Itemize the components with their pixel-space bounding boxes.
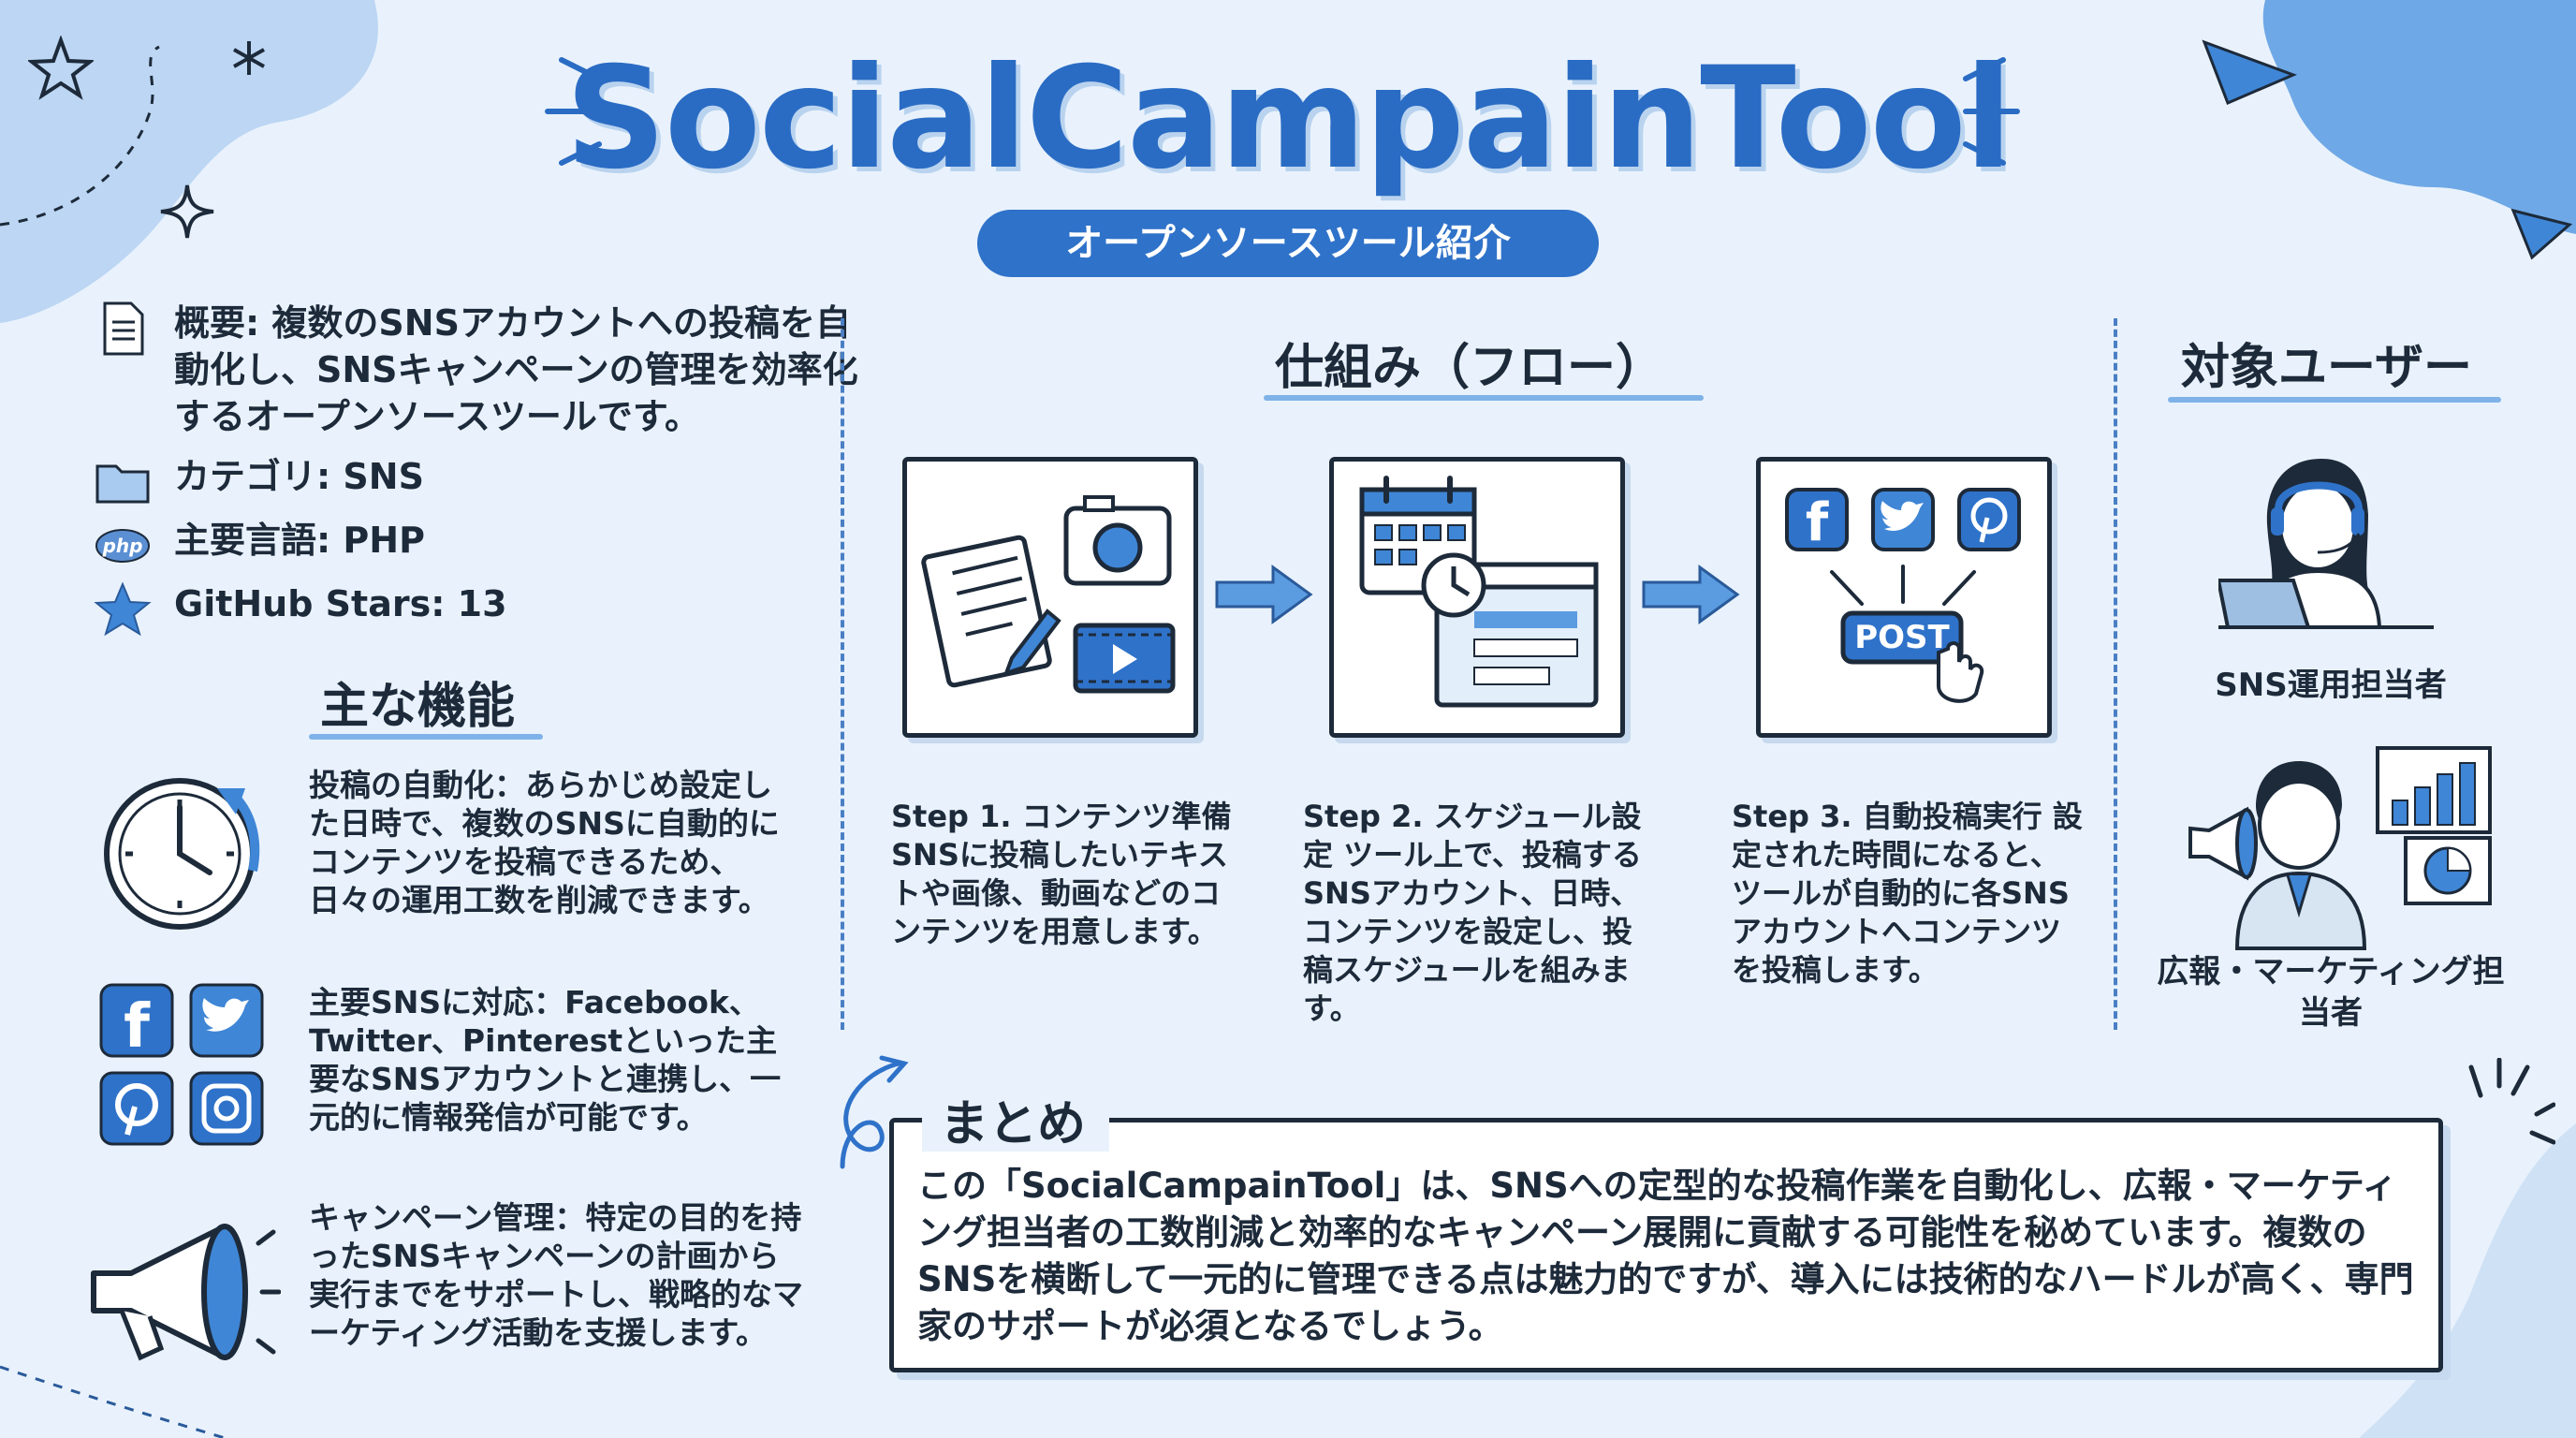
decorative-blob-bottom-right [2359, 1123, 2576, 1438]
overview-description-row: 概要: 複数のSNSアカウントへの投稿を自動化し、SNSキャンペーンの管理を効率… [94, 300, 886, 440]
step1-text: Step 1. コンテンツ準備 SNSに投稿したいテキストや画像、動画などのコン… [891, 799, 1232, 949]
page-title: SocialCampainTool [564, 37, 2012, 200]
php-icon: php [95, 529, 150, 563]
title-accent-right-icon [1963, 57, 2020, 166]
clock-icon [104, 778, 260, 930]
title-accent-left-icon [545, 57, 602, 166]
marketing-person-avatar [2188, 746, 2492, 950]
star-icon [94, 581, 152, 637]
summary-box [889, 1118, 2443, 1372]
stars-row: GitHub Stars: 13 [94, 580, 507, 638]
dashed-curve-decor [0, 1365, 226, 1438]
php-badge-text: php [102, 535, 143, 557]
summary-title: まとめ [940, 1096, 1087, 1152]
flow-title-underline [1264, 395, 1704, 401]
flow-arrow-2-icon [1642, 565, 1740, 624]
sns-operator-avatar [2218, 459, 2434, 629]
feature-automation-text: 投稿の自動化：あらかじめ設定した日時で、複数のSNSに自動的にコンテンツを投稿で… [309, 767, 780, 918]
sparkle-lines-icon [2468, 1058, 2555, 1145]
feature-campaign-text: キャンペーン管理：特定の目的を持ったSNSキャンペーンの計画から実行までをサポー… [309, 1199, 803, 1351]
asterisk-doodle-icon [233, 41, 265, 75]
auto-post-icon: f POST [1785, 488, 2021, 703]
flow-title: 仕組み（フロー） [1275, 340, 1665, 396]
step2-text: Step 2. スケジュール設定 ツール上で、投稿するSNSアカウント、日時、コ… [1303, 799, 1642, 1026]
summary-arrow-doodle-icon [840, 1055, 909, 1169]
svg-text:f: f [1806, 492, 1829, 553]
language-label: 主要言語: PHP [174, 520, 425, 561]
subtitle-badge: オープンソースツール紹介 [977, 210, 1599, 277]
svg-text:f: f [124, 992, 151, 1062]
feature-sns-support-text: 主要SNSに対応：Facebook、Twitter、Pinterestといった主… [309, 984, 782, 1136]
github-stars-label: GitHub Stars: 13 [174, 583, 507, 624]
features-title: 主な機能 [320, 679, 516, 735]
star-doodle-icon [28, 36, 94, 100]
decorative-blob-top-right [2262, 0, 2576, 234]
sns-icons-grid: f [99, 983, 264, 1146]
divider-left [841, 318, 844, 1030]
decorative-blob-top-left [0, 0, 378, 323]
megaphone-icon [91, 1224, 281, 1361]
post-button-label: POST [1854, 619, 1950, 656]
users-title: 対象ユーザー [2181, 340, 2472, 396]
user-sns-operator-label: SNS運用担当者 [2215, 667, 2447, 704]
features-title-underline [309, 734, 543, 740]
schedule-icon [1359, 476, 1599, 708]
content-prep-icon [921, 495, 1176, 694]
paper-plane-icon [2202, 39, 2298, 105]
summary-text: この「SocialCampainTool」は、SNSへの定型的な投稿作業を自動化… [917, 1166, 2414, 1346]
divider-right [2114, 318, 2117, 1030]
category-row: カテゴリ: SNS [94, 453, 424, 511]
step3-text: Step 3. 自動投稿実行 設定された時間になると、ツールが自動的に各SNSア… [1732, 799, 2083, 988]
summary-title-background [922, 1086, 1109, 1152]
overview-description: 概要: 複数のSNSアカウントへの投稿を自動化し、SNSキャンペーンの管理を効率… [174, 302, 858, 437]
users-title-underline [2168, 397, 2501, 403]
category-label: カテゴリ: SNS [174, 456, 424, 497]
paper-plane-small-icon [2510, 208, 2573, 260]
document-icon [103, 301, 144, 356]
step3-illustration: f POST [1756, 457, 2052, 738]
step2-illustration [1329, 457, 1625, 738]
language-row: php 主要言語: PHP [94, 517, 425, 575]
sparkle-doodle-icon [160, 184, 214, 239]
step1-illustration [902, 457, 1198, 738]
folder-icon [95, 464, 150, 504]
user-marketing-label: 広報・マーケティング担当者 [2157, 953, 2505, 1032]
flow-arrow-1-icon [1215, 565, 1313, 624]
